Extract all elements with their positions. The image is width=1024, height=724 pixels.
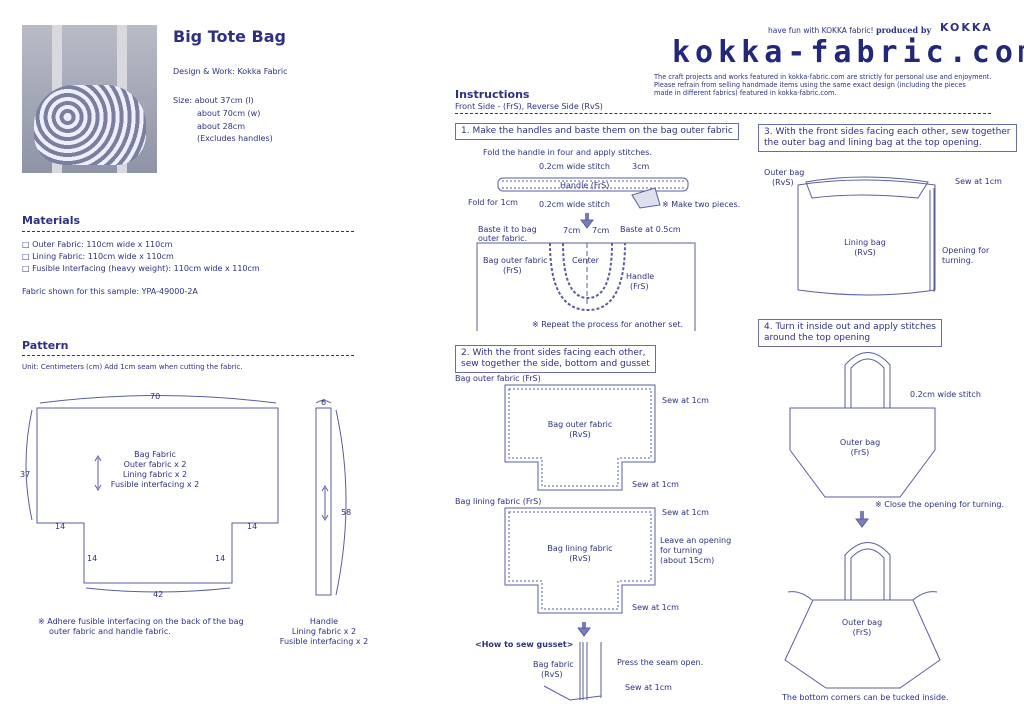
s1-label: outer fabric.: [478, 234, 528, 243]
bag-photo: [22, 25, 157, 173]
s1-label: 7cm: [563, 226, 581, 235]
step-3-title: 3. With the front sides facing each othe…: [758, 124, 1017, 152]
s1-label: 7cm: [592, 226, 610, 235]
s1-label: Handle: [626, 272, 655, 281]
produced-by: produced by: [876, 25, 932, 35]
disclaimer-1: The craft projects and works featured in…: [654, 73, 992, 81]
outer-bag-drawing: [789, 407, 936, 498]
s1-label: ※ Make two pieces.: [662, 200, 741, 209]
site-logo: kokka-fabric.com: [672, 35, 1024, 70]
s4-label: ※ Close the opening for turning.: [875, 500, 1005, 509]
tagline: have fun with KOKKA fabric!: [768, 26, 874, 35]
dim-handle-width: 6: [321, 398, 327, 407]
s2-label: Sew at 1cm: [632, 603, 679, 612]
pattern-unit: Unit: Centimeters (cm) Add 1cm seam when…: [22, 363, 243, 371]
s4-label: (FrS): [852, 628, 872, 637]
s2-label: Press the seam open.: [617, 658, 704, 667]
dim-handle-length: 58: [341, 508, 352, 517]
s1-label: 0.2cm wide stitch: [539, 162, 610, 171]
s1-label: 0.2cm wide stitch: [539, 200, 610, 209]
material-item: □ Lining Fabric: 110cm wide x 110cm: [22, 252, 174, 261]
s1-label: Handle (FrS): [560, 181, 610, 190]
dim-bottom: 42: [153, 590, 164, 599]
s1-label: Baste at 0.5cm: [620, 225, 681, 234]
pattern-note: outer fabric and handle fabric.: [49, 627, 171, 636]
s3-label: Outer bag: [764, 168, 805, 177]
s4-label: Outer bag: [841, 618, 883, 627]
s1-label: Fold the handle in four and apply stitch…: [483, 148, 652, 157]
s4-label: 0.2cm wide stitch: [910, 390, 981, 399]
s1-label: 3cm: [632, 162, 650, 171]
s3-label: Sew at 1cm: [955, 177, 1002, 186]
s2-label: Bag outer fabric: [547, 420, 613, 429]
dim-width: 70: [150, 392, 161, 401]
s4-label: The bottom corners can be tucked inside.: [782, 693, 949, 702]
size-line: Size: about 37cm (l): [173, 96, 254, 105]
s1-label: (FrS): [503, 266, 522, 275]
fabric-sample: Fabric shown for this sample: YPA-49000-…: [22, 287, 198, 296]
s2-label: Leave an opening: [660, 536, 732, 545]
s2-label: Sew at 1cm: [662, 508, 709, 517]
page-title: Big Tote Bag: [173, 27, 286, 46]
s2-label: Sew at 1cm: [632, 480, 679, 489]
s1-label: (FrS): [630, 282, 649, 291]
handle-pattern-piece: [315, 407, 332, 596]
s3-label: turning.: [942, 256, 974, 265]
s1-label: Center: [572, 256, 599, 265]
s1-label: Bag outer fabric: [483, 256, 548, 265]
disclaimer-2: Please refrain from selling handmade ite…: [654, 81, 966, 89]
s4-label: (FrS): [850, 448, 870, 457]
size-line: (Excludes handles): [197, 134, 273, 143]
s2-label: Sew at 1cm: [625, 683, 672, 692]
s1-label: Baste it to bag: [478, 225, 537, 234]
pattern-heading: Pattern: [22, 339, 69, 352]
dim-height: 37: [20, 470, 31, 479]
material-item: □ Fusible Interfacing (heavy weight): 11…: [22, 264, 260, 273]
size-line: about 28cm: [197, 122, 245, 131]
design-credit: Design & Work: Kokka Fabric: [173, 67, 288, 76]
dim-notch: 14: [215, 554, 226, 563]
disclaimer-3: made in different fabrics) featured in k…: [654, 89, 837, 97]
s2-label: Bag lining fabric (FrS): [455, 497, 542, 506]
instructions-subtitle: Front Side - (FrS), Reverse Side (RvS): [455, 102, 603, 111]
s2-label: (RvS): [569, 430, 591, 439]
size-line: about 70cm (w): [197, 109, 261, 118]
s3-label: (RvS): [854, 248, 876, 257]
s3-label: (RvS): [772, 178, 794, 187]
material-item: □ Outer Fabric: 110cm wide x 110cm: [22, 240, 173, 249]
step-4-title: 4. Turn it inside out and apply stitches…: [758, 319, 942, 347]
s3-label: Lining bag: [844, 238, 886, 247]
s4-label: Outer bag: [839, 438, 881, 447]
instructions-heading: Instructions: [455, 88, 530, 101]
s2-label: Sew at 1cm: [662, 396, 709, 405]
materials-heading: Materials: [22, 214, 81, 227]
s2-label: (about 15cm): [660, 556, 715, 565]
s2-label: Bag outer fabric (FrS): [455, 374, 541, 383]
s2-label: Bag fabric: [533, 660, 574, 669]
s1-label: Fold for 1cm: [468, 198, 518, 207]
pattern-note: ※ Adhere fusible interfacing on the back…: [38, 617, 244, 626]
s2-label: Bag lining fabric: [547, 544, 613, 553]
brand-logo: KOKKA: [940, 21, 993, 34]
dim-notch: 14: [87, 554, 98, 563]
s1-label: ※ Repeat the process for another set.: [532, 320, 684, 329]
dim-notch: 14: [247, 522, 258, 531]
bag-pattern-piece: [36, 407, 279, 584]
step-1-title: 1. Make the handles and baste them on th…: [455, 123, 739, 140]
s2-label: (RvS): [541, 670, 563, 679]
s2-label: for turning: [660, 546, 703, 555]
s3-label: Opening for: [942, 246, 990, 255]
s2-label: (RvS): [569, 554, 591, 563]
gusset-heading: <How to sew gusset>: [475, 640, 574, 649]
dim-notch: 14: [55, 522, 66, 531]
step-2-title: 2. With the front sides facing each othe…: [455, 345, 656, 373]
